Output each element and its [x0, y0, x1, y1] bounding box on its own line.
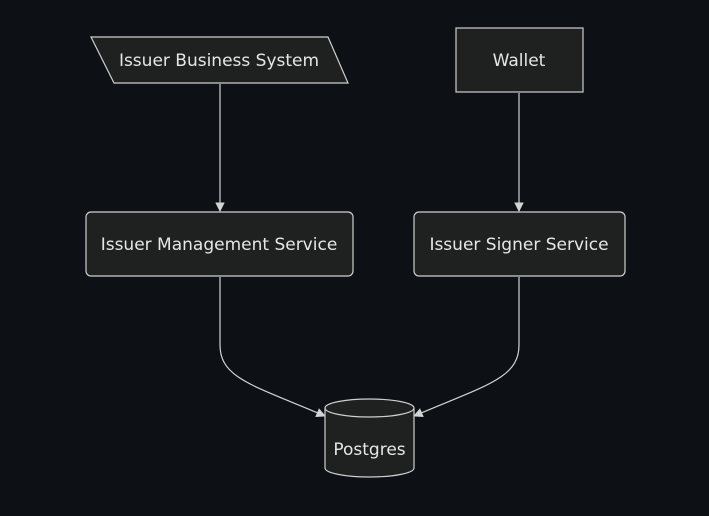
node-label-wallet: Wallet — [493, 51, 546, 71]
node-issuer-business-system[interactable]: Issuer Business System — [90, 36, 349, 84]
node-postgres[interactable]: Postgres — [324, 398, 415, 478]
edge-signer-to-postgres — [413, 277, 520, 418]
node-issuer-management-service[interactable]: Issuer Management Service — [85, 211, 354, 277]
node-label-postgres: Postgres — [333, 440, 405, 460]
node-label-issuer-business-system: Issuer Business System — [119, 51, 319, 71]
node-issuer-signer-service[interactable]: Issuer Signer Service — [413, 211, 626, 277]
node-label-issuer-signer-service: Issuer Signer Service — [429, 235, 608, 255]
node-wallet[interactable]: Wallet — [455, 27, 584, 93]
edge-management-to-postgres — [219, 277, 326, 418]
node-label-issuer-management-service: Issuer Management Service — [101, 235, 338, 255]
